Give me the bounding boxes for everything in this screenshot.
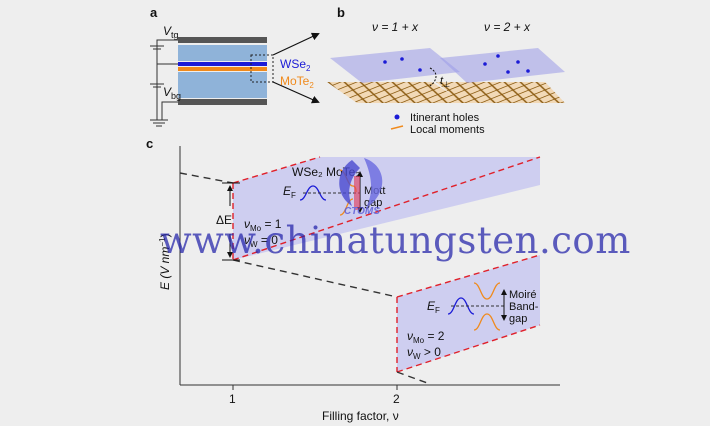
- svg-text:CTOMS: CTOMS: [344, 206, 380, 217]
- watermark-text: www.chinatungsten.com: [160, 219, 631, 262]
- svg-text:Band-: Band-: [509, 301, 539, 313]
- delta-e-label: ΔE: [216, 213, 232, 227]
- heterostructure-stack: [178, 32, 320, 105]
- lattice-left: [327, 48, 465, 103]
- svg-text:EF: EF: [283, 184, 296, 200]
- vbg-label: Vbg: [163, 85, 181, 101]
- right-filling-title: ν = 2 + x: [484, 20, 531, 34]
- mote2-layer: [178, 67, 267, 71]
- zoom-arrow-top: [272, 32, 320, 56]
- nu-mo-label-1: νMo = 1: [244, 217, 282, 233]
- wse2-label: WSe2: [280, 57, 311, 73]
- x-tick-label-2: 2: [393, 392, 400, 406]
- legend-itinerant-holes: Itinerant holes: [410, 112, 480, 124]
- top-gate: [178, 37, 267, 43]
- x-axis-label: Filling factor, ν: [322, 409, 399, 423]
- wse2-plane-right: [440, 48, 565, 83]
- panel-label-a: a: [150, 5, 158, 20]
- delta-e-bracket: [222, 182, 240, 261]
- lattice-right: [436, 48, 565, 103]
- y-axis-label: E (V nm−1): [158, 234, 172, 290]
- legend-local-moments: Local moments: [410, 124, 485, 136]
- svg-text:EF: EF: [427, 299, 440, 315]
- blue-dot-icon: [394, 114, 400, 120]
- nu-mo-label-2: νMo = 2: [407, 329, 445, 345]
- legend: Itinerant holes Local moments: [390, 112, 485, 136]
- orange-dash-icon: [390, 125, 404, 130]
- vtg-label: Vtg: [163, 24, 179, 40]
- wse2-band-curve: [299, 185, 327, 201]
- nu-w-label-1: νW = 0: [244, 233, 278, 249]
- panel-label-b: b: [337, 5, 345, 20]
- x-tick-label-1: 1: [229, 392, 236, 406]
- gate-circuit: [150, 39, 178, 127]
- zoom-box: [250, 54, 274, 83]
- band-gap-inset: EF Moiré Band- gap: [427, 282, 539, 331]
- wse2-layer: [178, 62, 267, 66]
- panel-label-c: c: [146, 136, 153, 151]
- mote2-label: MoTe2: [280, 74, 314, 90]
- region-nu2: [397, 255, 540, 372]
- svg-text:gap: gap: [509, 313, 527, 325]
- left-filling-title: ν = 1 + x: [372, 20, 419, 34]
- top-dielectric: [178, 45, 267, 61]
- wse2-plane-left: [330, 48, 460, 83]
- zoom-arrow-bottom: [272, 81, 320, 104]
- svg-text:Moiré: Moiré: [509, 289, 537, 301]
- bottom-gate: [178, 99, 267, 105]
- watermark-logo: CTOMS: [339, 158, 383, 217]
- nu-w-label-2: νW > 0: [407, 345, 441, 361]
- bottom-dielectric: [178, 72, 267, 98]
- interlayer-hopping: t⊥: [429, 67, 450, 89]
- svg-text:t⊥: t⊥: [440, 75, 450, 89]
- phase-boundaries: [179, 156, 541, 385]
